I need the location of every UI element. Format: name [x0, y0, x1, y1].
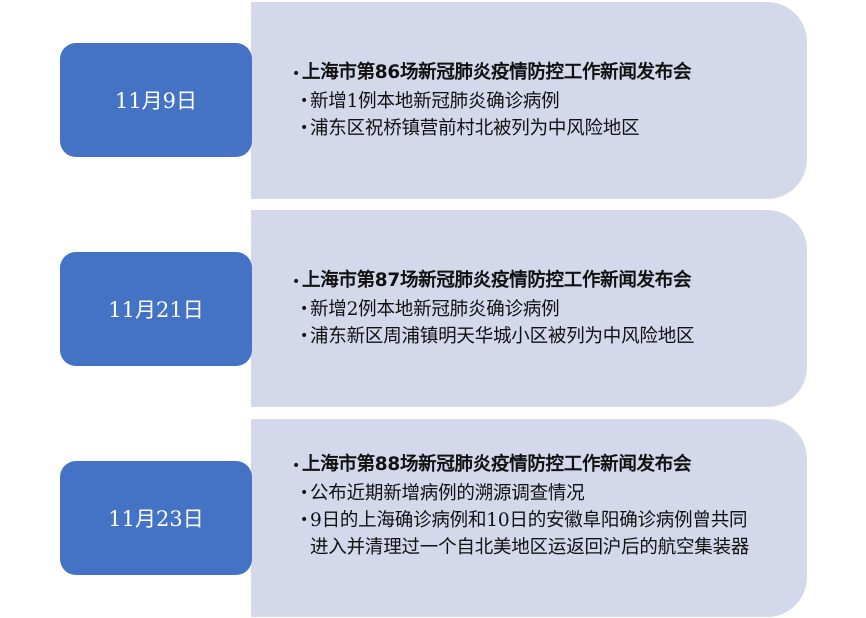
event-item: • 新增2例本地新冠肺炎确诊病例: [292, 296, 772, 323]
event-headline: • 上海市第88场新冠肺炎疫情防控工作新闻发布会: [292, 451, 762, 480]
bullet-icon: •: [292, 274, 300, 290]
event-headline: • 上海市第87场新冠肺炎疫情防控工作新闻发布会: [292, 267, 772, 296]
event-content-3: • 上海市第88场新冠肺炎疫情防控工作新闻发布会 • 公布近期新增病例的溯源调查…: [292, 451, 762, 561]
bullet-icon: •: [300, 328, 309, 344]
headline-text: 上海市第86场新冠肺炎疫情防控工作新闻发布会: [302, 62, 692, 83]
event-content-1: • 上海市第86场新冠肺炎疫情防控工作新闻发布会 • 新增1例本地新冠肺炎确诊病…: [292, 59, 772, 142]
bullet-icon: •: [292, 66, 300, 82]
headline-text: 上海市第87场新冠肺炎疫情防控工作新闻发布会: [302, 270, 692, 291]
event-item: • 9日的上海确诊病例和10日的安徽阜阳确诊病例曾共同进入并清理过一个自北美地区…: [292, 507, 755, 561]
date-box-1: 11月9日: [60, 43, 252, 157]
event-item: • 新增1例本地新冠肺炎确诊病例: [292, 88, 772, 115]
item-text: 浦东区祝桥镇营前村北被列为中风险地区: [310, 118, 640, 139]
bullet-icon: •: [300, 93, 309, 109]
headline-text: 上海市第88场新冠肺炎疫情防控工作新闻发布会: [302, 454, 692, 475]
item-text: 新增2例本地新冠肺炎确诊病例: [310, 299, 560, 320]
date-label: 11月23日: [108, 507, 204, 531]
event-headline: • 上海市第86场新冠肺炎疫情防控工作新闻发布会: [292, 59, 772, 88]
event-item: • 浦东区祝桥镇营前村北被列为中风险地区: [292, 115, 772, 142]
event-panel-1: [251, 2, 807, 199]
date-label: 11月21日: [108, 298, 204, 322]
event-content-2: • 上海市第87场新冠肺炎疫情防控工作新闻发布会 • 新增2例本地新冠肺炎确诊病…: [292, 267, 772, 350]
date-label: 11月9日: [114, 89, 198, 113]
bullet-icon: •: [292, 458, 300, 474]
bullet-icon: •: [300, 512, 309, 528]
event-panel-2: [251, 210, 807, 407]
event-panel-3: [251, 419, 807, 617]
event-item: • 浦东新区周浦镇明天华城小区被列为中风险地区: [292, 323, 772, 350]
event-item: • 公布近期新增病例的溯源调查情况: [292, 480, 762, 507]
item-text: 新增1例本地新冠肺炎确诊病例: [310, 91, 560, 112]
date-box-3: 11月23日: [60, 461, 252, 575]
bullet-icon: •: [300, 301, 309, 317]
item-text: 9日的上海确诊病例和10日的安徽阜阳确诊病例曾共同进入并清理过一个自北美地区运返…: [310, 510, 750, 558]
item-text: 公布近期新增病例的溯源调查情况: [310, 483, 585, 504]
date-box-2: 11月21日: [60, 252, 252, 366]
bullet-icon: •: [300, 120, 309, 136]
item-text: 浦东新区周浦镇明天华城小区被列为中风险地区: [310, 326, 695, 347]
bullet-icon: •: [300, 485, 309, 501]
